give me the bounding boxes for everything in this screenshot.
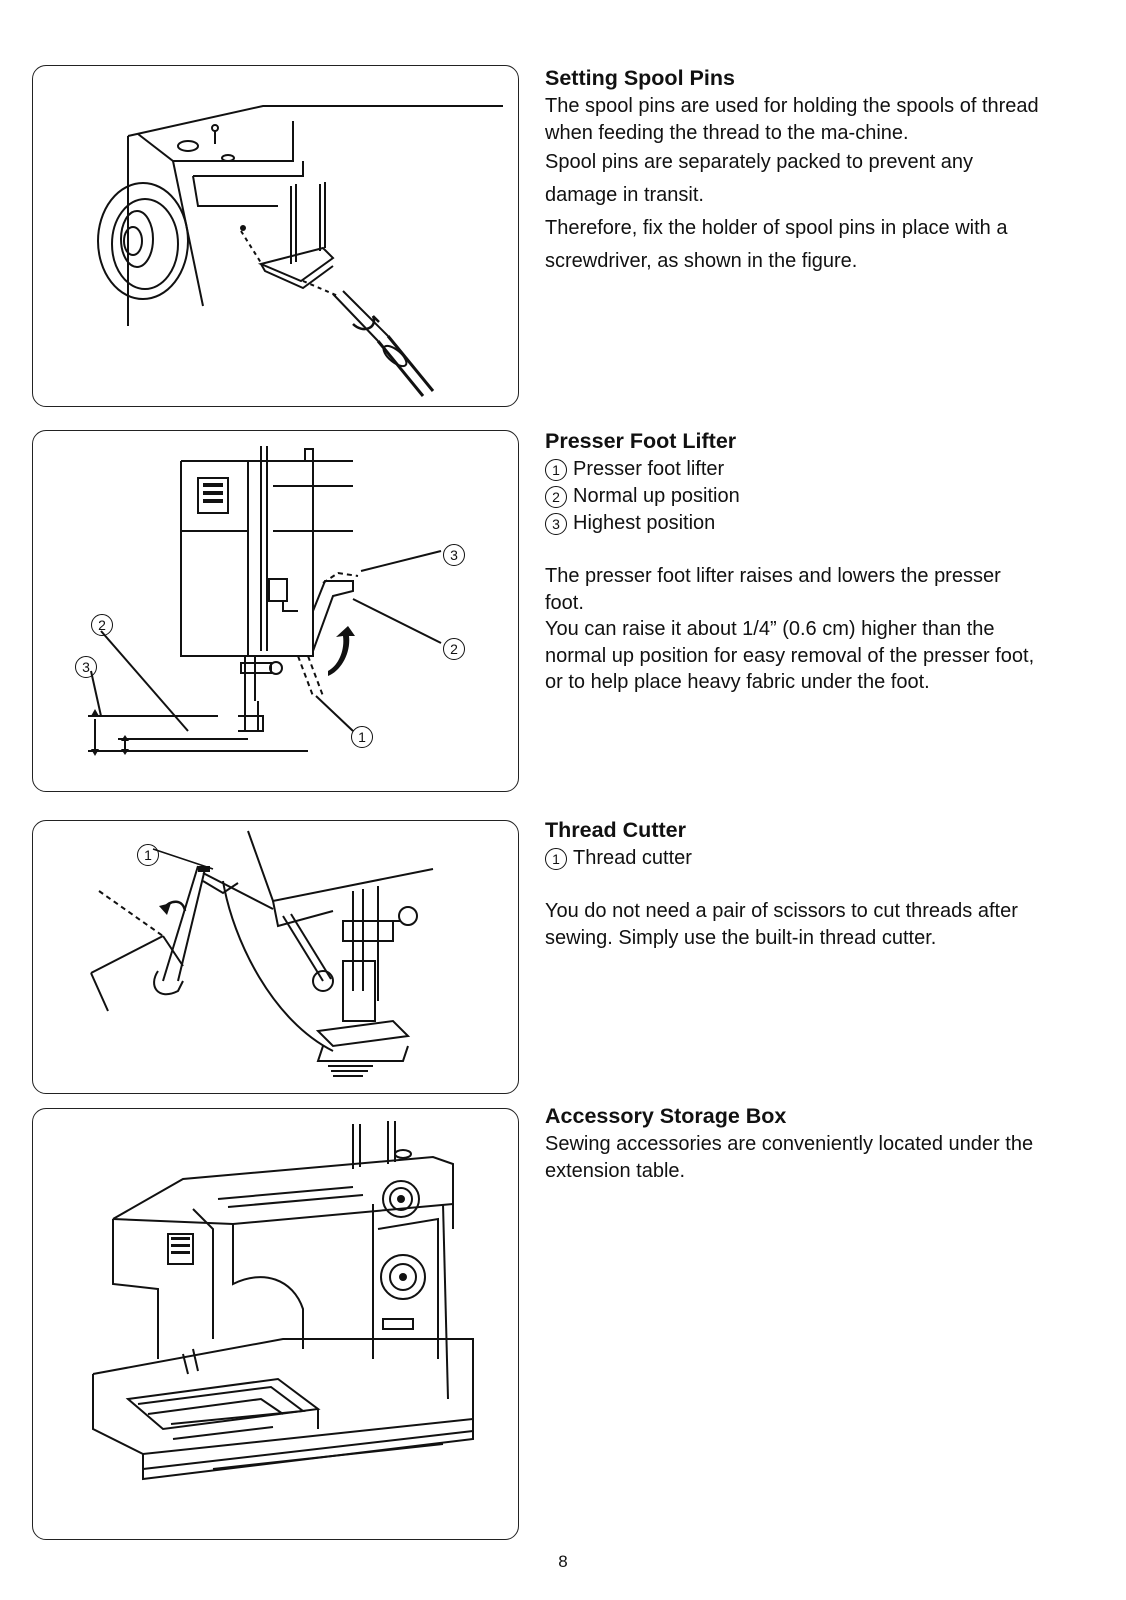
section-setting-spool-pins: Setting Spool Pins The spool pins are us… bbox=[545, 66, 1045, 278]
section-paragraph: The spool pins are used for holding the … bbox=[545, 95, 1039, 144]
item-label: Presser foot lifter bbox=[573, 458, 725, 480]
section-accessory-storage-box: Accessory Storage Box Sewing accessories… bbox=[545, 1104, 1045, 1184]
item-label: Normal up position bbox=[573, 485, 740, 507]
item-label: Highest position bbox=[573, 512, 716, 534]
figure-accessory-storage-box bbox=[32, 1108, 519, 1540]
section-paragraph: Sewing accessories are conveniently loca… bbox=[545, 1133, 1034, 1182]
figure-thread-cutter: 1 bbox=[32, 820, 519, 1094]
figure-spool-pins bbox=[32, 65, 519, 407]
section-thread-cutter: Thread Cutter 1 Thread cutter You do not … bbox=[545, 818, 1045, 951]
section-heading: Accessory Storage Box bbox=[545, 1104, 787, 1128]
section-heading: Setting Spool Pins bbox=[545, 66, 735, 90]
section-presser-foot-lifter: Presser Foot Lifter 1 Presser foot lifter… bbox=[545, 429, 1045, 696]
item-label: Thread cutter bbox=[573, 847, 692, 869]
callout-3: 3 bbox=[443, 544, 465, 566]
item-number: 2 bbox=[545, 486, 567, 508]
callout-1: 1 bbox=[351, 726, 373, 748]
section-paragraph: Spool pins are separately packed to prev… bbox=[545, 151, 974, 206]
callout-1: 1 bbox=[137, 844, 159, 866]
callout-2: 2 bbox=[443, 638, 465, 660]
item-number: 3 bbox=[545, 513, 567, 535]
figure-presser-foot-lifter: 1 2 2 3 3 bbox=[32, 430, 519, 792]
section-heading: Presser Foot Lifter bbox=[545, 429, 737, 453]
list-item: 3 Highest position bbox=[545, 510, 1045, 537]
sewing-machine-illustration bbox=[92, 1121, 474, 1481]
list-item: 1 Thread cutter bbox=[545, 845, 1045, 872]
callout-3: 3 bbox=[75, 656, 97, 678]
callout-2: 2 bbox=[91, 614, 113, 636]
item-number: 1 bbox=[545, 459, 567, 481]
item-number: 1 bbox=[545, 848, 567, 870]
section-paragraph: You do not need a pair of scissors to cu… bbox=[545, 900, 1018, 949]
presser-foot-illustration bbox=[88, 446, 442, 756]
page-number: 8 bbox=[558, 1552, 568, 1571]
list-item: 1 Presser foot lifter bbox=[545, 456, 1045, 483]
section-heading: Thread Cutter bbox=[545, 818, 686, 842]
section-paragraph: You can raise it about 1/4” (0.6 cm) hig… bbox=[545, 618, 1035, 693]
list-item: 2 Normal up position bbox=[545, 483, 1045, 510]
spool-pins-illustration bbox=[97, 105, 503, 397]
section-paragraph: The presser foot lifter raises and lower… bbox=[545, 565, 1001, 614]
section-paragraph: Therefore, fix the holder of spool pins … bbox=[545, 217, 1008, 272]
thread-cutter-illustration bbox=[90, 830, 434, 1077]
